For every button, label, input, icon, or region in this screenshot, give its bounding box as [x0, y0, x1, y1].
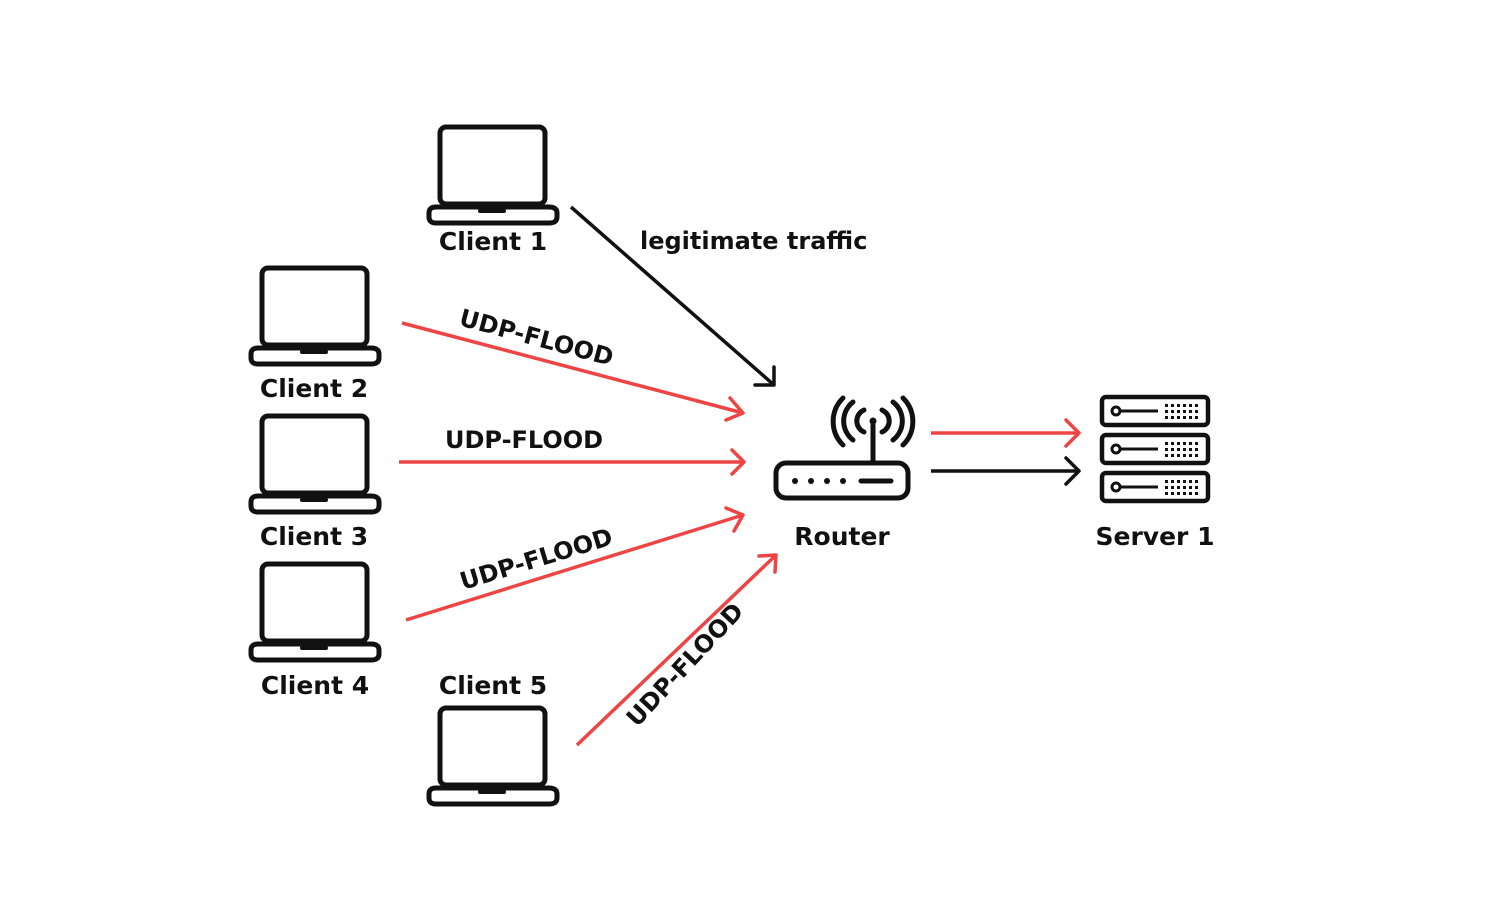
client-5-label: Client 5 — [439, 671, 547, 700]
edge-flood-client4: UDP-FLOOD — [405, 506, 745, 622]
node-client-4: Client 4 — [251, 564, 379, 700]
flood-arrow-head-client5 — [757, 553, 778, 574]
node-client-1: Client 1 — [429, 127, 557, 256]
edge-flood-client2: UDP-FLOOD — [401, 304, 745, 422]
edge-legitimate-traffic: legitimate traffic — [569, 205, 867, 387]
flood-arrow-line-client2 — [401, 321, 744, 415]
edge-router-server-attack — [931, 418, 1081, 448]
legitimate-traffic-label: legitimate traffic — [640, 227, 867, 255]
node-router: Router — [773, 395, 916, 551]
laptop-icon — [429, 708, 557, 804]
server-rack-icon — [1099, 394, 1211, 504]
udp-flood-label-client2: UDP-FLOOD — [456, 304, 616, 372]
client-1-label: Client 1 — [439, 227, 547, 256]
laptop-icon — [251, 416, 379, 512]
flood-arrow-head-client4 — [724, 506, 745, 533]
client-2-label: Client 2 — [260, 374, 368, 403]
edge-flood-client3: UDP-FLOOD — [399, 426, 746, 476]
laptop-icon — [429, 127, 557, 223]
flood-arrow-head-client2 — [724, 396, 745, 422]
client-3-label: Client 3 — [260, 522, 368, 551]
router-server-attack-head — [1064, 418, 1081, 448]
legit-arrow-line — [569, 205, 776, 387]
laptop-icon — [251, 268, 379, 364]
router-server-legit-head — [1064, 456, 1081, 486]
client-4-label: Client 4 — [261, 671, 369, 700]
edge-router-server-legit — [931, 456, 1081, 486]
node-client-5: Client 5 — [429, 671, 557, 804]
router-label: Router — [794, 522, 890, 551]
udp-flood-label-client5: UDP-FLOOD — [621, 597, 749, 732]
udp-flood-label-client4: UDP-FLOOD — [457, 523, 616, 596]
flood-arrow-line-client4 — [405, 513, 744, 622]
legit-arrow-head — [753, 365, 776, 387]
flood-arrow-line-client5 — [575, 553, 778, 747]
udp-flood-label-client3: UDP-FLOOD — [445, 426, 603, 454]
node-client-2: Client 2 — [251, 268, 379, 403]
flood-arrow-head-client3 — [730, 448, 746, 476]
edge-flood-client5: UDP-FLOOD — [575, 553, 778, 747]
node-server: Server 1 — [1096, 394, 1215, 551]
wifi-router-icon — [773, 395, 916, 501]
server-label: Server 1 — [1096, 522, 1215, 551]
laptop-icon — [251, 564, 379, 660]
node-client-3: Client 3 — [251, 416, 379, 551]
